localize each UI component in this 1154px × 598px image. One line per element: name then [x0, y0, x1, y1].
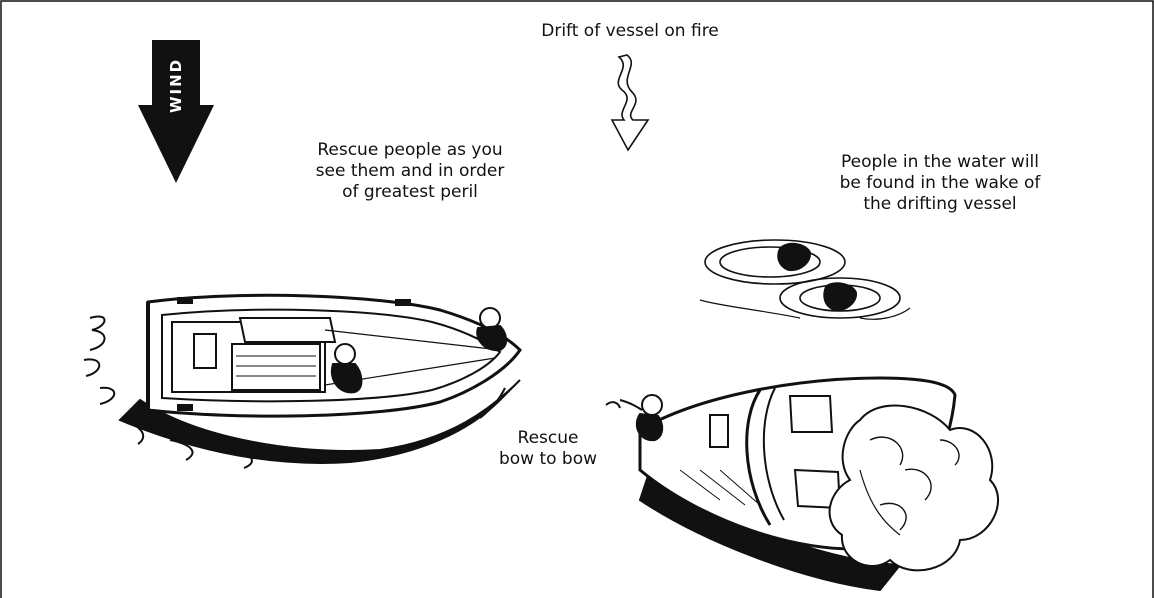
drift-caption: Drift of vessel on fire — [440, 21, 820, 42]
rescue-boat — [84, 295, 520, 468]
swimmers — [700, 240, 910, 319]
drift-arrow-icon — [612, 55, 648, 150]
bow-to-bow-caption: Rescue bow to bow — [478, 428, 618, 470]
wind-label: WIND — [164, 61, 188, 113]
rescue-order-caption: Rescue people as you see them and in ord… — [270, 140, 550, 203]
burning-vessel — [606, 378, 998, 590]
wake-caption: People in the water will be found in the… — [800, 152, 1080, 215]
